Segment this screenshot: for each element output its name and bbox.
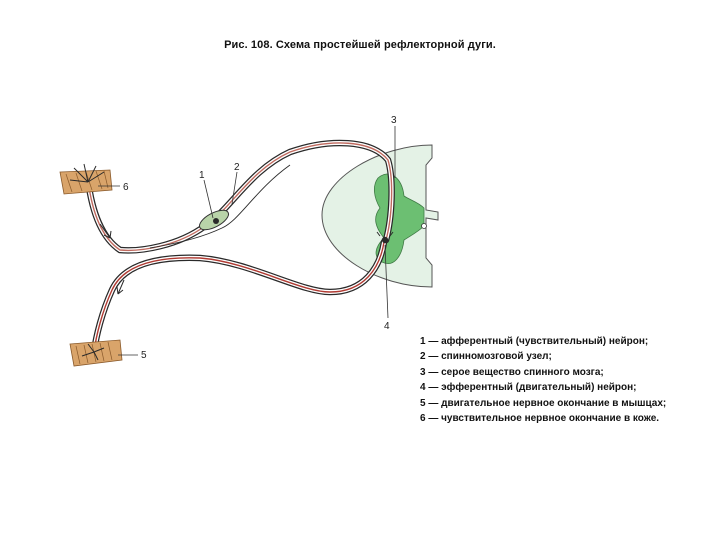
legend-item-5: 5 — двигательное нервное окончание в мыш… [420,397,667,409]
central-canal [421,223,427,229]
legend-item-6: 6 — чувствительное нервное окончание в к… [420,413,660,425]
legend-item-4: 4 — эфферентный (двигательный) нейрон; [420,382,637,394]
callout-2: 2 [234,162,240,173]
callout-4: 4 [384,321,390,332]
arrow-efferent [116,279,125,295]
callout-5: 5 [141,350,147,361]
leader-4 [384,244,389,319]
callout-1: 1 [199,170,205,181]
callout-3: 3 [391,115,397,126]
arrow-afferent [99,223,112,239]
figure-title: Рис. 108. Схема простейшей рефлекторной … [224,39,496,51]
impulse-direction-arrows [99,223,125,295]
spinal-ganglion [198,209,230,231]
legend-item-3: 3 — серое вещество спинного мозга; [420,366,604,378]
muscle-motor-ending [69,339,123,367]
legend-item-1: 1 — афферентный (чувствительный) нейрон; [420,336,649,347]
ganglion-cell-body [213,218,219,224]
legend-item-2: 2 — спинномозговой узел; [420,351,552,363]
efferent-neuron [90,231,394,356]
legend: 1 — афферентный (чувствительный) нейрон;… [420,334,666,426]
afferent-neuron [84,139,395,254]
leader-2 [231,171,238,205]
motor-neuron-body [381,236,389,244]
leader-1 [203,179,214,219]
skin-sensory-ending [59,163,113,195]
callout-leaders [98,126,396,356]
callout-6: 6 [123,182,129,193]
spinal-cord-section [321,144,439,288]
